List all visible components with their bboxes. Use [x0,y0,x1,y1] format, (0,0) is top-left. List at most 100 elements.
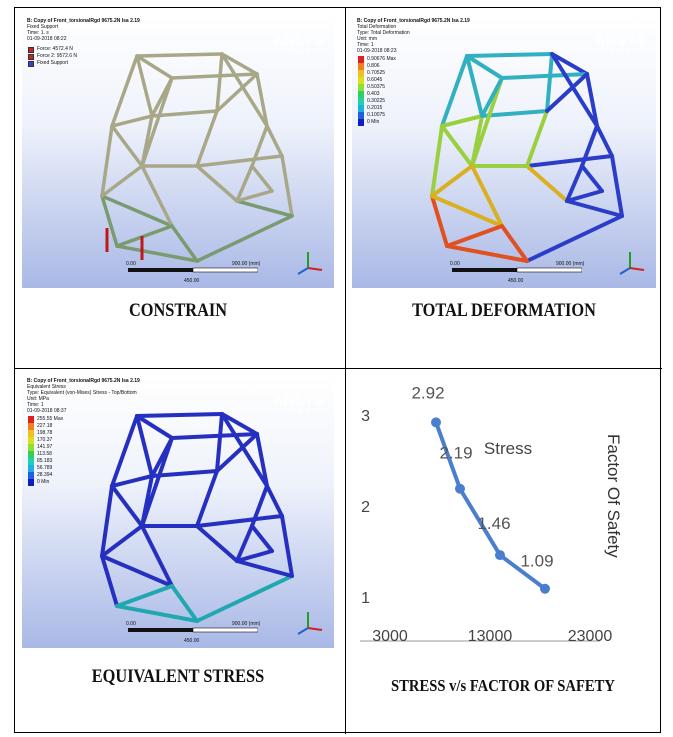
data-label: 2.92 [411,383,444,402]
frame-member [550,52,599,128]
frame-member [135,54,174,80]
scale-left: 0.00 [126,261,136,267]
axis-triad-icon [297,252,323,275]
legend-swatch [28,53,34,60]
legend-swatch [358,91,364,98]
header-line: Fixed Support [27,24,59,30]
frame-member [525,214,624,263]
scale-bar [452,267,582,273]
frame-member [110,54,139,128]
frame-member [235,164,254,203]
frame-member [110,484,144,528]
legend-swatch [358,84,364,91]
frame-member [580,124,599,168]
scale-mid: 450.00 [508,278,524,284]
frame-member [265,124,284,158]
data-label: 1.09 [520,552,553,571]
frame-member [500,224,529,263]
data-label: 1.46 [477,514,510,533]
frame-member [135,412,224,418]
frame-member [220,412,269,488]
frame-member [545,72,589,113]
frame-member [100,164,144,198]
frame-member [100,554,119,608]
header-line: Time: 1 [357,42,374,48]
legend-item: 0.2015 [358,105,396,112]
frame-member [480,109,549,118]
frame-member [170,224,199,263]
constrain-caption: CONSTRAIN [128,300,228,321]
frame-member [135,414,174,440]
header-title: B: Copy of Front_torsionalRgd 9675.2N Is… [27,18,140,24]
frame-member [115,584,174,608]
frame-member [150,469,219,478]
frame-member [440,124,474,168]
frame-member [195,469,219,528]
data-point [431,417,441,428]
constrain-legend: Force: 4572.4 N Force 2: 9572.6 N Fixed … [28,46,77,67]
figure-grid [14,7,662,734]
legend-label: Force 2: 9572.6 N [37,53,78,59]
frame-member [465,52,554,58]
legend-item: 0.806 [358,63,396,70]
legend-swatch [358,70,364,77]
frame-member [235,189,274,203]
legend-swatch [28,60,34,67]
legend-label: 0.70525 [367,70,386,76]
legend-item: 113.58 [28,451,63,458]
frame-member [480,76,504,118]
header-title: B: Copy of Front_torsionalRgd 9675.2N Is… [27,378,140,384]
legend-item: 255.55 Max [28,416,63,423]
axis-triad-icon [619,252,645,275]
frame-member [115,244,199,263]
frame-member [255,72,269,128]
legend-swatch [358,112,364,119]
frame-member [220,52,259,76]
chassis-frame [100,412,294,623]
chart-caption: STRESS v/s FACTOR OF SAFETY [391,676,615,695]
legend-item: 0.403 [358,91,396,98]
legend-item: 0.30225 [358,98,396,105]
header-line: Unit: mm [357,36,377,42]
stress-caption: EQUIVALENT STRESS [91,666,265,687]
frame-member [100,554,174,588]
deformation-header: B: Copy of Front_torsionalRgd 9675.2N Is… [357,18,470,54]
frame-member [445,224,504,248]
frame-member [470,164,504,228]
scale-right: 900.00 (mm) [232,621,261,627]
frame-member [220,52,269,128]
chassis-frame [430,52,624,263]
legend-item: 198.78 [28,430,63,437]
frame-member [470,114,484,168]
legend-swatch [28,465,34,472]
legend-item: 0.50375 [358,84,396,91]
frame-member [140,524,174,588]
frame-member [235,524,254,563]
legend-swatch [28,479,34,486]
frame-member [135,54,154,118]
scale-mid: 450.00 [184,278,200,284]
frame-member [250,124,269,168]
y-tick-label: 2 [361,499,370,516]
frame-member [195,164,239,203]
frame-member [525,164,569,203]
scale-left: 0.00 [450,261,460,267]
frame-member [430,164,474,198]
frame-member [430,194,449,248]
legend-swatch [28,451,34,458]
frame-member [135,52,224,58]
legend-swatch [358,77,364,84]
frame-member [195,514,284,528]
frame-member [280,154,294,218]
frame-member [170,432,259,440]
frame-member [100,124,114,198]
frame-member [250,524,274,553]
header-line: 01-09-2018 08:22 [27,36,67,42]
frame-member [525,109,549,168]
frame-member [135,414,154,478]
legend-swatch [358,98,364,105]
legend-swatch [358,56,364,63]
deformation-caption: TOTAL DEFORMATION [412,300,596,321]
legend-label: 0.403 [367,91,380,97]
x-tick-label: 3000 [372,628,408,645]
